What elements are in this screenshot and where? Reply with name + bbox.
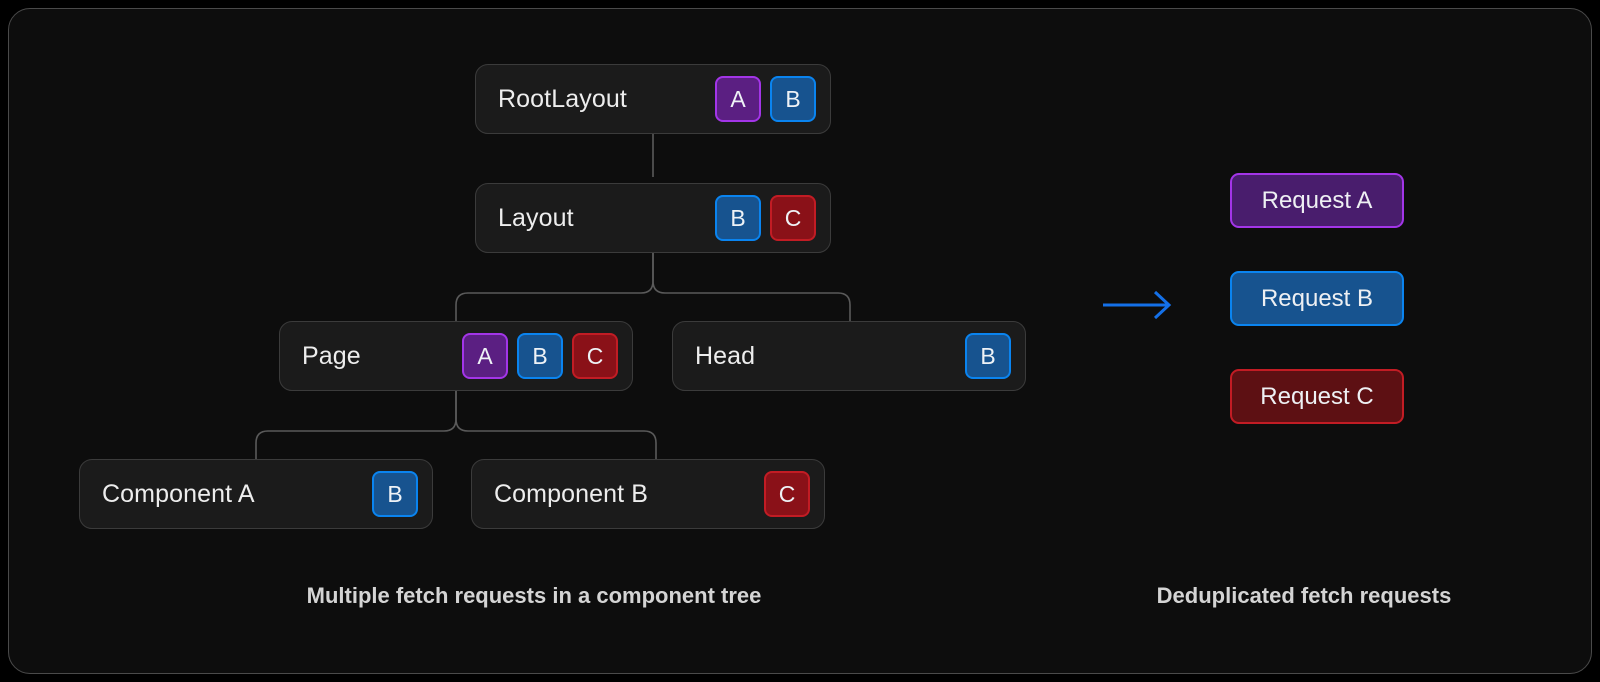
badge-b: B <box>715 195 761 241</box>
badge-c: C <box>770 195 816 241</box>
caption-left: Multiple fetch requests in a component t… <box>306 583 762 608</box>
node-component-a[interactable]: Component A B <box>79 459 433 529</box>
badge-group: B C <box>715 195 816 241</box>
badge-b: B <box>770 76 816 122</box>
request-b-pill[interactable]: Request B <box>1230 271 1404 326</box>
badge-a: A <box>462 333 508 379</box>
node-label: RootLayout <box>498 84 627 113</box>
node-label: Component B <box>494 479 648 508</box>
badge-b: B <box>965 333 1011 379</box>
request-c-pill[interactable]: Request C <box>1230 369 1404 424</box>
badge-b: B <box>372 471 418 517</box>
badge-b: B <box>517 333 563 379</box>
badge-group: A B C <box>462 333 618 379</box>
badge-group: C <box>764 471 810 517</box>
node-label: Component A <box>102 479 255 508</box>
connector-layout-to-head <box>652 253 851 321</box>
badge-group: B <box>372 471 418 517</box>
badge-group: A B <box>715 76 816 122</box>
diagram-frame: RootLayout A B Layout B C Page A B C <box>8 8 1592 674</box>
node-page[interactable]: Page A B C <box>279 321 633 391</box>
connector-layout-to-page <box>455 253 654 321</box>
arrow-right-icon <box>1103 290 1172 320</box>
connector-page-to-component-b <box>455 391 657 459</box>
connector-page-to-component-a <box>255 391 457 459</box>
node-head[interactable]: Head B <box>672 321 1026 391</box>
caption-right: Deduplicated fetch requests <box>1156 583 1452 608</box>
badge-a: A <box>715 76 761 122</box>
node-layout[interactable]: Layout B C <box>475 183 831 253</box>
node-component-b[interactable]: Component B C <box>471 459 825 529</box>
node-label: Head <box>695 341 756 370</box>
node-label: Layout <box>498 203 574 232</box>
diagram-canvas: RootLayout A B Layout B C Page A B C <box>9 9 1591 673</box>
badge-group: B <box>965 333 1011 379</box>
node-root-layout[interactable]: RootLayout A B <box>475 64 831 134</box>
badge-c: C <box>572 333 618 379</box>
request-a-pill[interactable]: Request A <box>1230 173 1404 228</box>
badge-c: C <box>764 471 810 517</box>
node-label: Page <box>302 341 361 370</box>
